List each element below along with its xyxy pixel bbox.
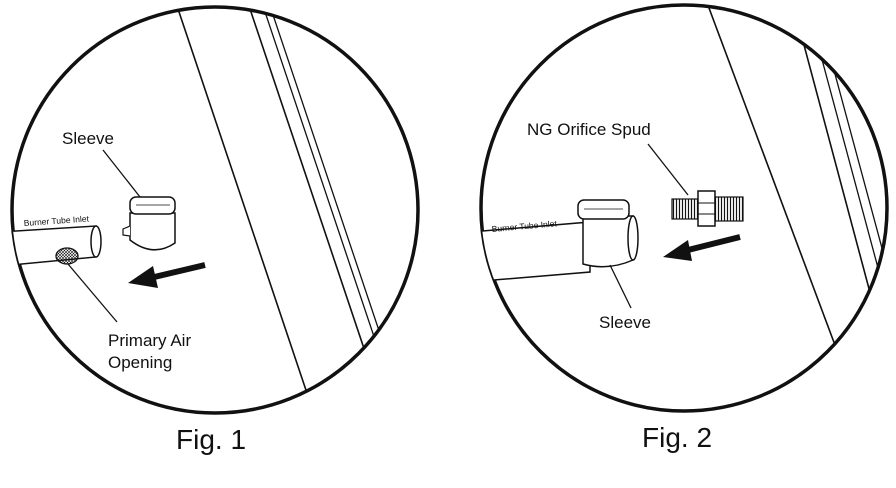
fig2-sleeve (577, 199, 639, 268)
fig1-burner-tube (12, 225, 102, 267)
fig2-sleeve-leader (609, 264, 632, 309)
fig2-sleeve-label: Sleeve (599, 313, 651, 332)
fig2-direction-arrow (663, 234, 741, 261)
fig2-burner-tube (481, 221, 591, 283)
fig1-sleeve-leader (102, 149, 141, 198)
fig1-air-opening-leader (67, 263, 118, 323)
fig1-air-opening-label-line2: Opening (108, 353, 172, 372)
fig1-sleeve (122, 196, 176, 251)
fig1-burner-tube-label: Burner Tube Inlet (23, 213, 89, 228)
fig1-panel: Burner Tube Inlet Sleeve Primary Air Ope… (10, 5, 420, 455)
fig2-caption: Fig. 2 (642, 422, 712, 453)
fig1-tube-mouth (90, 225, 102, 258)
fig1-direction-arrow (128, 262, 206, 288)
fig2-orifice-spud (671, 190, 744, 227)
fig1-caption: Fig. 1 (176, 424, 246, 455)
fig1-magnifier-circle (10, 5, 420, 415)
fig1-air-opening-label-line1: Primary Air (108, 331, 191, 350)
fig1-primary-air-opening (55, 247, 79, 265)
fig2-orifice-spud-label: NG Orifice Spud (527, 120, 651, 139)
fig2-orifice-spud-leader (647, 143, 689, 196)
fig2-panel: Burner Tube Inlet NG Orifice Spud Sleeve… (479, 3, 889, 453)
fig1-sleeve-label: Sleeve (62, 129, 114, 148)
